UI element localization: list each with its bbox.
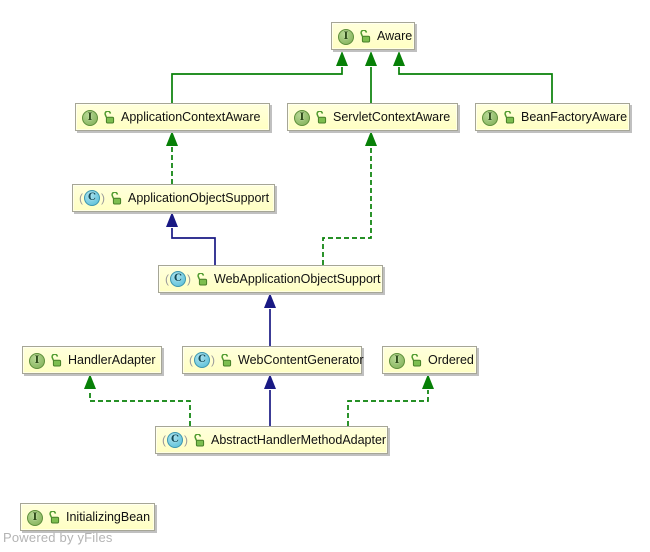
public-lock-icon [410,353,422,367]
edge-abstracthandlermethodadapter-implements-ordered [347,390,429,426]
node-label: AbstractHandlerMethodAdapter [211,433,387,447]
edge-beanfactoryaware-extends-aware [398,67,553,103]
node-webcontentgenerator[interactable]: C WebContentGenerator [182,346,364,374]
edge-applicationcontextaware-extends-aware [171,67,343,103]
node-aware[interactable]: I Aware [331,22,415,50]
node-label: ApplicationContextAware [121,110,261,124]
interface-icon: I [294,109,310,126]
arrowhead-applicationobjectsupport-implements-applicationcontextaware [166,131,178,146]
node-label: WebContentGenerator [238,353,364,367]
node-label: HandlerAdapter [68,353,156,367]
arrowhead-applicationcontextaware-extends-aware [336,51,348,66]
node-ordered[interactable]: I Ordered [382,346,477,374]
node-label: ApplicationObjectSupport [128,191,270,205]
arrowhead-webapplicationobjectsupport-extends-applicationobjectsupport [166,212,178,227]
edge-abstracthandlermethodadapter-implements-handleradapter [89,390,191,426]
node-applicationcontextaware[interactable]: I ApplicationContextAware [75,103,270,131]
public-lock-icon [110,191,122,205]
public-lock-icon [359,29,371,43]
arrowhead-servletcontextaware-extends-aware [365,51,377,66]
public-lock-icon [48,510,60,524]
node-label: BeanFactoryAware [521,110,628,124]
public-lock-icon [220,353,232,367]
interface-icon: I [389,352,405,369]
node-webapplicationobjectsupport[interactable]: C WebApplicationObjectSupport [158,265,383,293]
interface-icon: I [482,109,498,126]
interface-icon: I [27,509,43,526]
node-label: Ordered [428,353,474,367]
arrowhead-beanfactoryaware-extends-aware [393,51,405,66]
node-abstracthandlermethodadapter[interactable]: C AbstractHandlerMethodAdapter [155,426,388,454]
interface-icon: I [82,109,98,126]
node-label: InitializingBean [66,510,151,524]
node-handleradapter[interactable]: I HandlerAdapter [22,346,162,374]
arrowhead-webcontentgenerator-extends-webapplicationobjectsupport [264,293,276,308]
arrowhead-abstracthandlermethodadapter-implements-handleradapter [84,374,96,389]
abstract-class-icon: C [79,190,105,206]
abstract-class-icon: C [189,352,215,368]
arrowhead-abstracthandlermethodadapter-implements-ordered [422,374,434,389]
public-lock-icon [503,110,515,124]
abstract-class-icon: C [162,432,188,448]
node-beanfactoryaware[interactable]: I BeanFactoryAware [475,103,630,131]
node-applicationobjectsupport[interactable]: C ApplicationObjectSupport [72,184,275,212]
node-initializingbean[interactable]: I InitializingBean [20,503,155,531]
interface-icon: I [29,352,45,369]
node-servletcontextaware[interactable]: I ServletContextAware [287,103,458,131]
public-lock-icon [315,110,327,124]
public-lock-icon [193,433,205,447]
yfiles-watermark: Powered by yFiles [3,530,113,545]
node-label: ServletContextAware [333,110,451,124]
node-label: WebApplicationObjectSupport [214,272,381,286]
arrowhead-abstracthandlermethodadapter-extends-webcontentgenerator [264,374,276,389]
edge-webapplicationobjectsupport-extends-applicationobjectsupport [171,228,216,265]
edge-webapplicationobjectsupport-implements-servletcontextaware [322,147,372,265]
public-lock-icon [103,110,115,124]
node-label: Aware [377,29,413,43]
abstract-class-icon: C [165,271,191,287]
arrowhead-webapplicationobjectsupport-implements-servletcontextaware [365,131,377,146]
public-lock-icon [50,353,62,367]
public-lock-icon [196,272,208,286]
interface-icon: I [338,28,354,45]
